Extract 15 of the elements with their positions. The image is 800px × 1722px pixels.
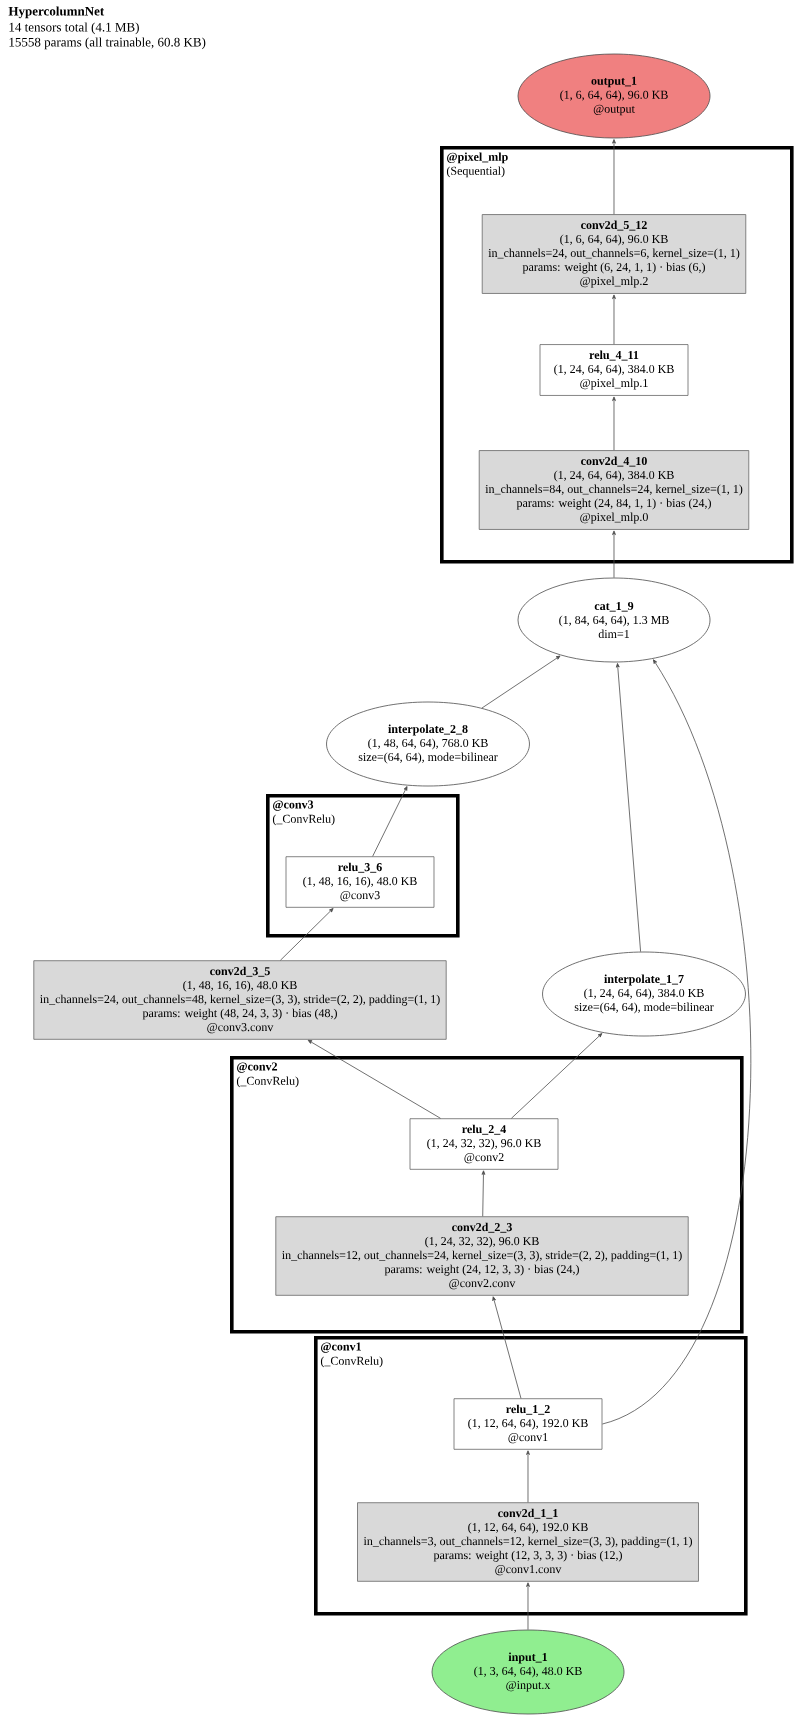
arrow xyxy=(602,659,751,1425)
arrow xyxy=(615,663,641,953)
arrow xyxy=(372,786,408,857)
arrow xyxy=(280,908,334,961)
arrow xyxy=(612,396,616,451)
arrow xyxy=(612,139,616,215)
arrow xyxy=(612,530,616,578)
arrow xyxy=(612,294,616,345)
arrow xyxy=(307,1039,441,1119)
arrow xyxy=(492,1296,522,1399)
arrow xyxy=(526,1582,530,1630)
arrow xyxy=(511,1033,603,1119)
arrow xyxy=(481,1170,486,1217)
arrow xyxy=(526,1450,530,1503)
arrow xyxy=(481,655,561,709)
